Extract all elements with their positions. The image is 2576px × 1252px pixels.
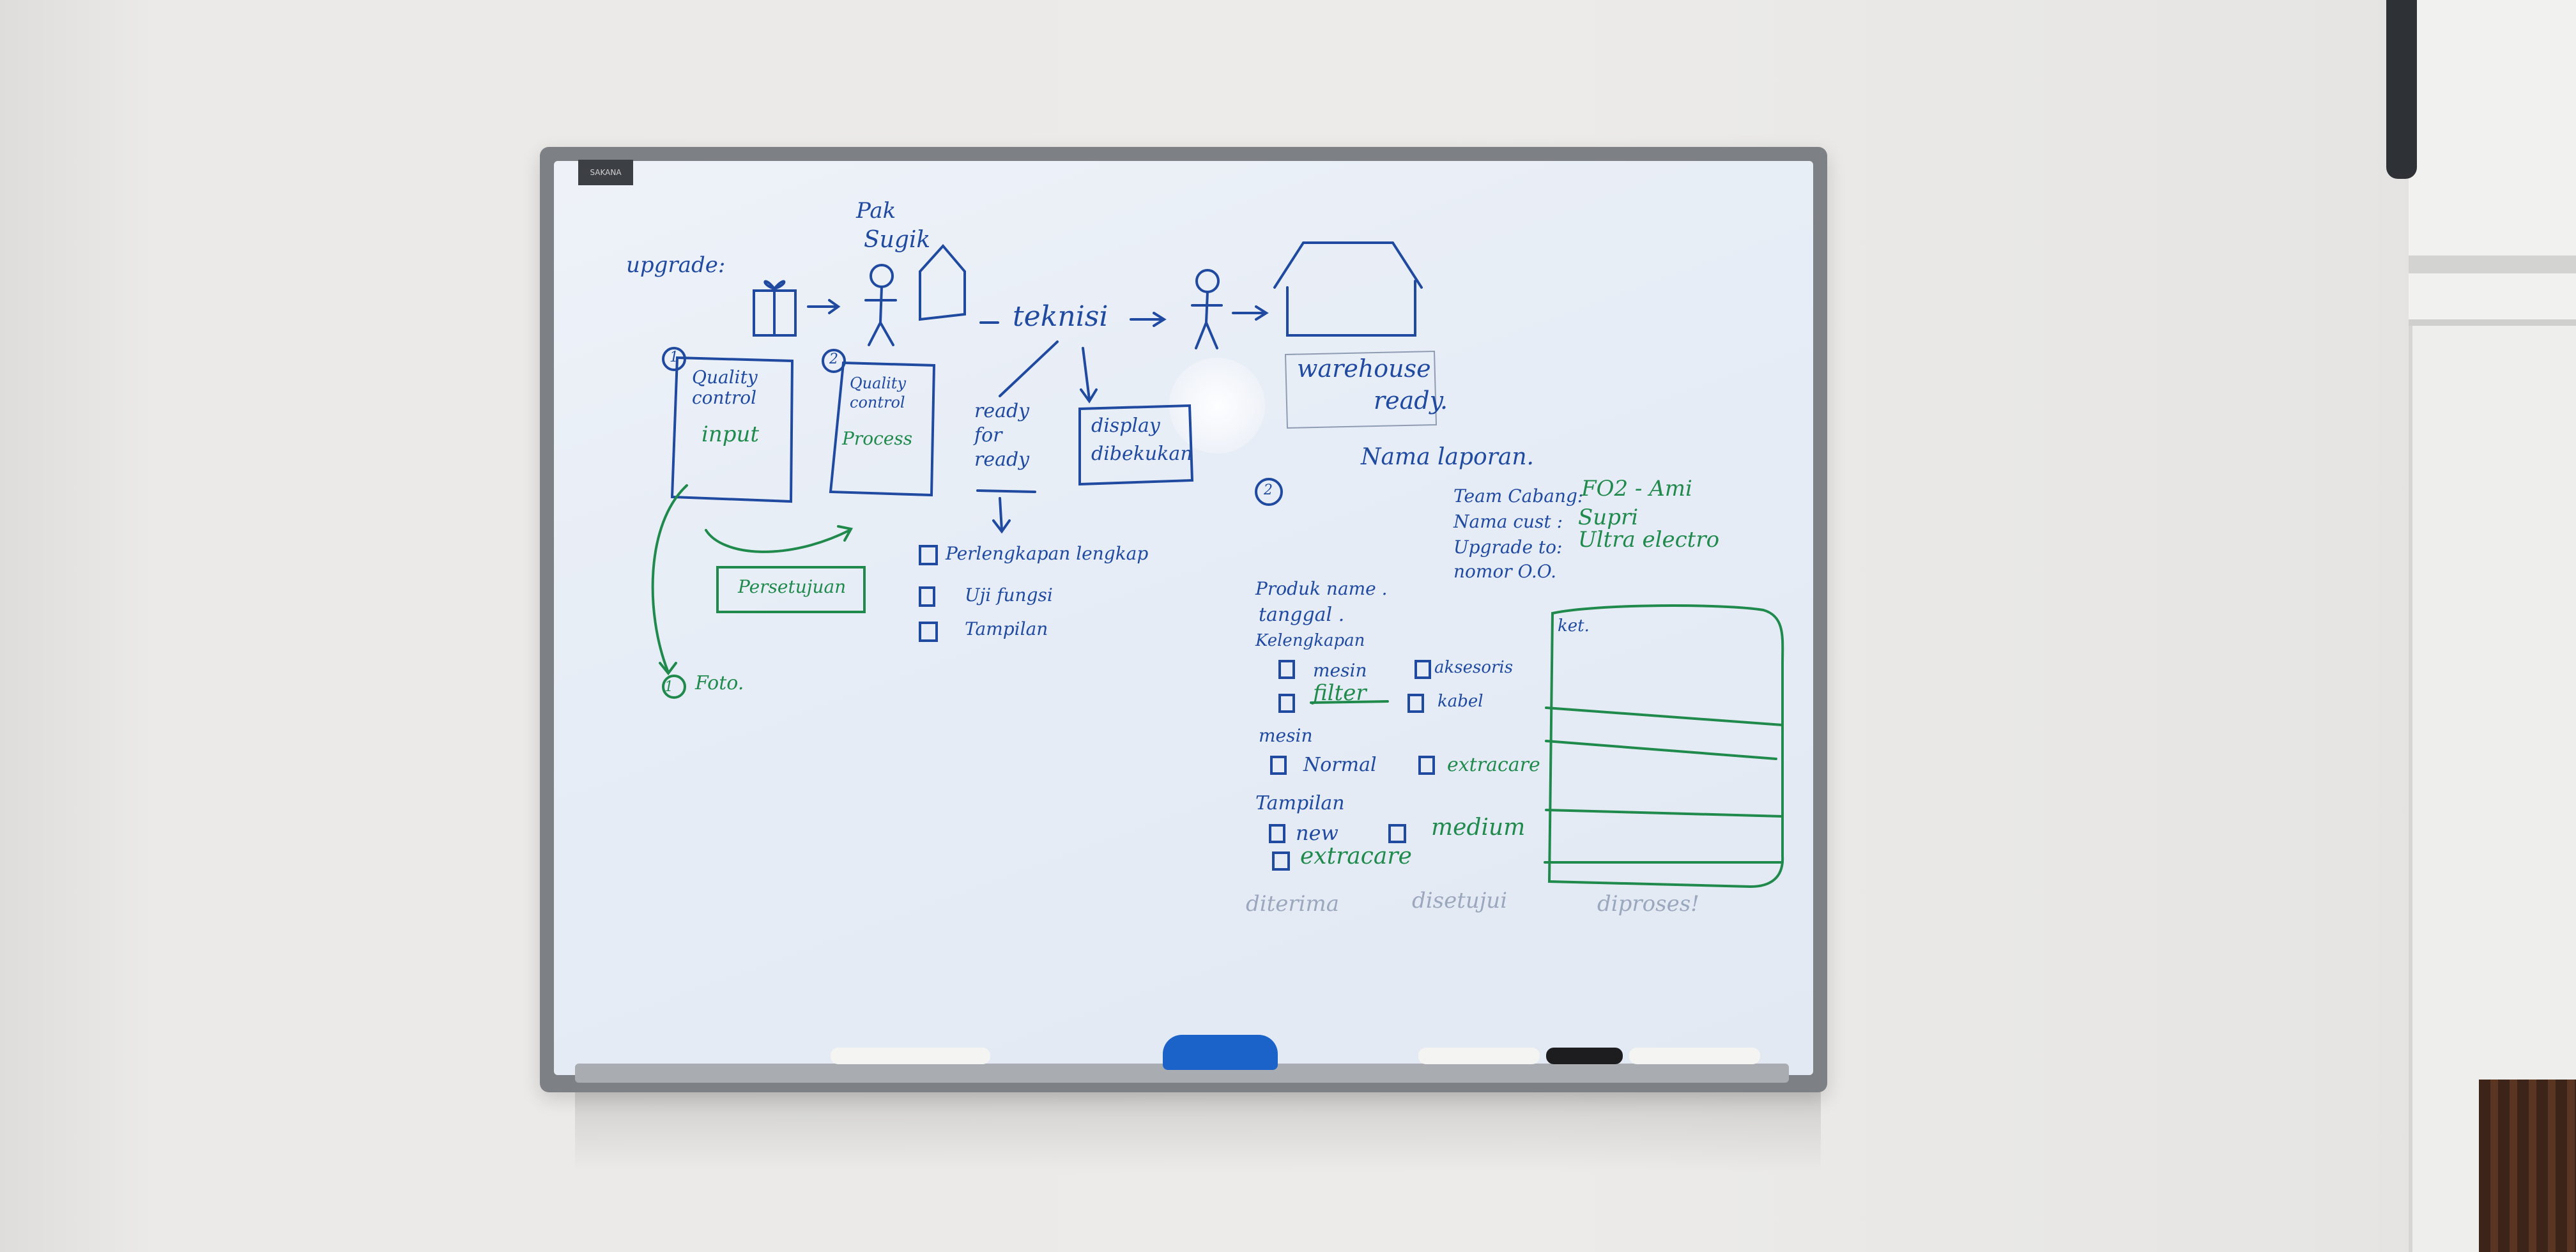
diterima-label: diterima xyxy=(1246,891,1340,917)
disetujui-label: disetujui xyxy=(1412,888,1508,913)
box2-title: Quality control xyxy=(850,374,906,411)
produk-name: Produk name . xyxy=(1255,578,1388,599)
checkbox xyxy=(919,622,938,642)
box1-title: Quality control xyxy=(692,367,758,408)
arrow-icon xyxy=(807,299,841,314)
marker[interactable] xyxy=(1418,1048,1540,1064)
marker[interactable] xyxy=(831,1048,990,1064)
foto-label: Foto. xyxy=(695,672,744,694)
mesin-option: mesin xyxy=(1313,660,1367,681)
ket-table xyxy=(1547,604,1784,889)
teknisi-label: teknisi xyxy=(1013,300,1108,333)
filter-option: filter xyxy=(1313,680,1367,706)
house-icon xyxy=(919,243,966,321)
team-cabang-label: Team Cabang: xyxy=(1453,485,1584,507)
aksesoris-option: aksesoris xyxy=(1434,658,1514,677)
board-shadow xyxy=(575,1089,1821,1172)
arrow-icon xyxy=(1232,305,1269,321)
box2-number: 2 xyxy=(829,351,838,367)
box-quality-control-input xyxy=(670,356,794,503)
kelengkapan: Kelengkapan xyxy=(1255,631,1365,650)
warehouse-roof xyxy=(1273,241,1423,289)
box1-number: 1 xyxy=(670,349,678,365)
checklist-item-3: Tampilan xyxy=(965,618,1048,639)
checkbox xyxy=(919,586,935,607)
normal-option: Normal xyxy=(1303,754,1377,776)
team-cabang-value: FO2 - Ami xyxy=(1581,476,1692,501)
whiteboard-eraser[interactable] xyxy=(1163,1035,1278,1070)
upgrade-to-label: Upgrade to: xyxy=(1453,537,1563,558)
checkbox xyxy=(1388,824,1406,843)
persetujuan-label: Persetujuan xyxy=(738,576,847,597)
box2-sub: Process xyxy=(842,428,913,449)
extracare-option-1: extracare xyxy=(1447,754,1540,776)
checkbox xyxy=(919,545,938,565)
checkbox xyxy=(1418,756,1435,775)
checkbox xyxy=(1278,660,1295,679)
arrow-icon xyxy=(992,497,1011,534)
dark-object xyxy=(2386,0,2417,179)
form-number: 2 xyxy=(1264,482,1273,498)
checkbox xyxy=(1270,756,1287,775)
extracare-option-2: extracare xyxy=(1300,843,1412,869)
whiteboard-surface xyxy=(554,161,1813,1075)
mesin-heading: mesin xyxy=(1259,725,1313,746)
checkbox xyxy=(1272,851,1290,871)
box1-sub: input xyxy=(702,422,760,447)
nama-cust-value: Supri xyxy=(1578,505,1639,530)
person-icon xyxy=(1191,269,1223,349)
upgrade-to-value: Ultra electro xyxy=(1578,527,1720,553)
checkbox xyxy=(1269,824,1285,843)
box-display xyxy=(1078,404,1194,486)
new-option: new xyxy=(1296,821,1338,845)
ready-label: ready. xyxy=(1374,386,1448,415)
arrow-icon xyxy=(1080,347,1098,404)
ket-label: ket. xyxy=(1558,616,1590,636)
person-icon xyxy=(864,264,897,346)
upgrade-label: upgrade: xyxy=(626,252,726,278)
checkbox xyxy=(1278,694,1295,713)
kabel-option: kabel xyxy=(1438,692,1483,711)
checklist-item-1: Perlengkapan lengkap xyxy=(946,543,1149,564)
warehouse-box xyxy=(1284,350,1438,429)
brand-tag: SAKANA xyxy=(578,160,633,185)
nomor-label: nomor O.O. xyxy=(1453,561,1557,582)
marker[interactable] xyxy=(1546,1048,1623,1064)
foto-number: 1 xyxy=(664,679,673,695)
tanggal: tanggal . xyxy=(1259,604,1345,626)
warehouse-icon xyxy=(1286,280,1416,337)
pak-label: Pak xyxy=(856,198,896,224)
wooden-chair xyxy=(2479,1080,2576,1252)
display-dibekukan: display dibekukan xyxy=(1091,415,1193,465)
arrow-icon xyxy=(651,484,688,676)
checkbox xyxy=(1414,660,1431,679)
box-persetujuan xyxy=(716,566,866,613)
nama-cust-label: Nama cust : xyxy=(1453,511,1563,532)
marker[interactable] xyxy=(1629,1048,1760,1064)
air-conditioner-vent xyxy=(2409,256,2576,273)
diproses-label: diproses! xyxy=(1597,891,1699,917)
nama-laporan: Nama laporan. xyxy=(1361,444,1535,470)
checklist-item-2: Uji fungsi xyxy=(965,584,1053,606)
warehouse-label: warehouse xyxy=(1297,355,1431,383)
sugik-label: Sugik xyxy=(864,227,931,253)
medium-option: medium xyxy=(1431,814,1526,841)
arrow-icon xyxy=(705,525,854,553)
checkbox xyxy=(1407,694,1424,713)
arrow-icon xyxy=(1130,312,1167,327)
box-quality-control-process xyxy=(829,361,936,497)
ready-for-ready: ready for ready xyxy=(974,400,1030,471)
tampilan-heading: Tampilan xyxy=(1255,792,1345,814)
